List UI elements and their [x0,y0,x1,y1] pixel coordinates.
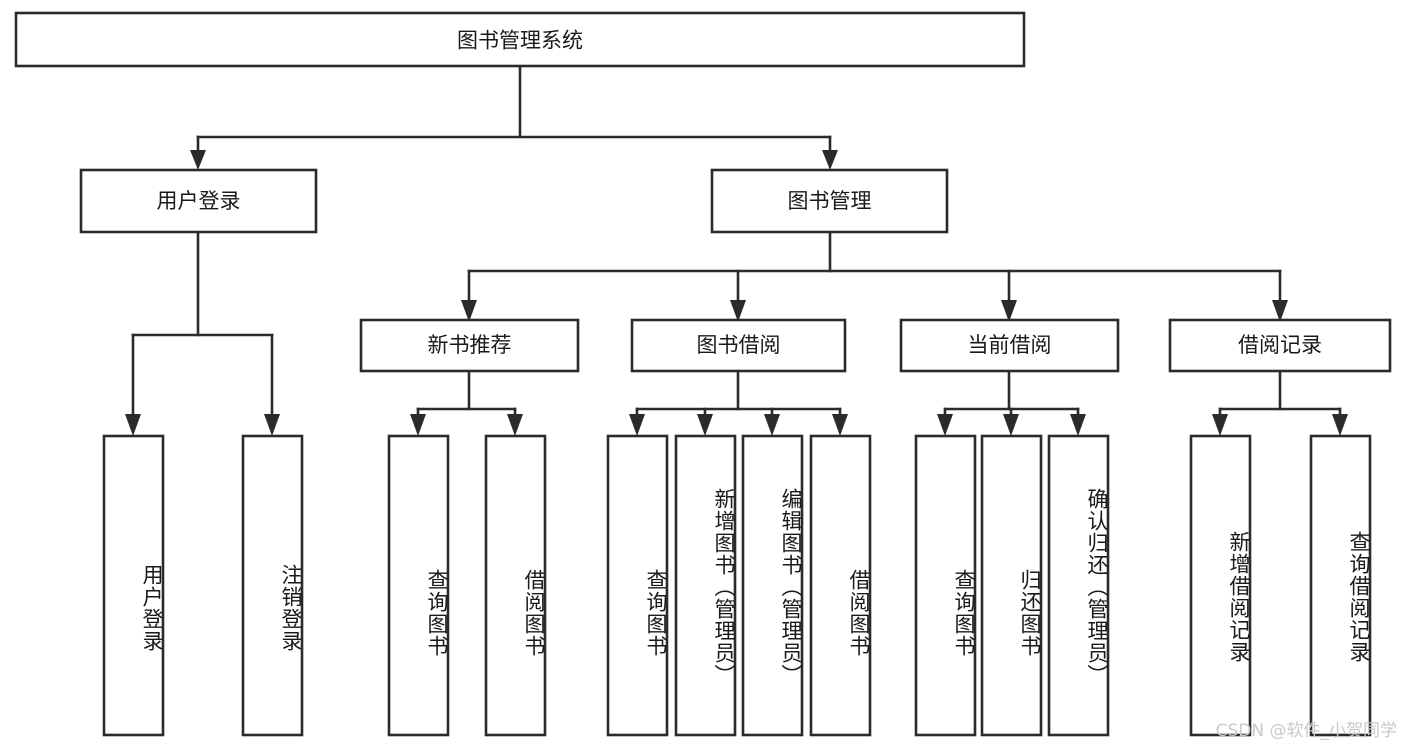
node-box-leaf-cb-confirm-return[interactable] [1047,434,1110,737]
arrowhead-borrow-books [730,300,746,322]
arrowhead-cb-query-book [937,414,953,436]
arrowhead-cb-confirm-return [1070,414,1086,436]
watermark-label: CSDN @软件_小贺同学 [1215,721,1397,741]
node-box-current-borrow[interactable] [899,318,1120,373]
arrowhead-bb-add-book [697,414,713,436]
arrowhead-bb-query-book [629,414,645,436]
arrowhead-leaf-logout [264,414,280,436]
node-box-leaf-br-query-record[interactable] [1309,434,1372,737]
node-box-borrow-books[interactable] [630,318,847,373]
node-box-leaf-logout[interactable] [241,434,304,737]
node-box-leaf-nb-borrow-book[interactable] [484,434,547,737]
node-box-leaf-bb-edit-book[interactable] [741,434,804,737]
arrowhead-bb-borrow-book [832,414,848,436]
node-box-leaf-user-login[interactable] [102,434,165,737]
arrowhead-current-borrow [1001,300,1017,322]
node-box-book-manage[interactable] [710,168,949,234]
arrowhead-nb-query-book [410,414,426,436]
connector-layer [125,64,1348,436]
node-box-root[interactable] [14,11,1026,68]
node-label-user-login: 用户登录 [157,189,241,213]
node-label-borrow-record: 借阅记录 [1238,333,1322,357]
node-box-leaf-bb-query-book[interactable] [606,434,669,737]
arrowhead-borrow-record [1272,300,1288,322]
node-box-leaf-cb-query-book[interactable] [914,434,977,737]
arrowhead-leaf-user-login [125,414,141,436]
node-layer: 图书管理系统 用户登录 图书管理 新书推荐 图书借阅 当前借阅 借阅记录 [14,11,1392,737]
node-box-leaf-bb-borrow-book[interactable] [809,434,872,737]
node-label-borrow-books: 图书借阅 [697,333,781,357]
node-label-new-books: 新书推荐 [428,333,512,357]
arrowhead-bb-edit-book [764,414,780,436]
arrowhead-nb-borrow-book [507,414,523,436]
arrowhead-cb-return-book [1003,414,1019,436]
arrowhead-book-manage [822,150,838,170]
arrowhead-new-books [461,300,477,322]
arrowhead-br-add-record [1212,414,1228,436]
node-label-book-manage: 图书管理 [788,189,872,213]
node-box-leaf-cb-return-book[interactable] [980,434,1043,737]
node-box-borrow-record[interactable] [1168,318,1392,373]
node-box-leaf-br-add-record[interactable] [1189,434,1252,737]
arrowhead-user-login [190,150,206,170]
node-label-current-borrow: 当前借阅 [968,333,1052,357]
node-box-leaf-nb-query-book[interactable] [387,434,450,737]
node-label-root: 图书管理系统 [457,29,583,53]
node-box-user-login[interactable] [79,168,318,234]
node-box-new-books[interactable] [359,318,580,373]
node-box-leaf-bb-add-book[interactable] [674,434,737,737]
arrowhead-br-query-record [1332,414,1348,436]
